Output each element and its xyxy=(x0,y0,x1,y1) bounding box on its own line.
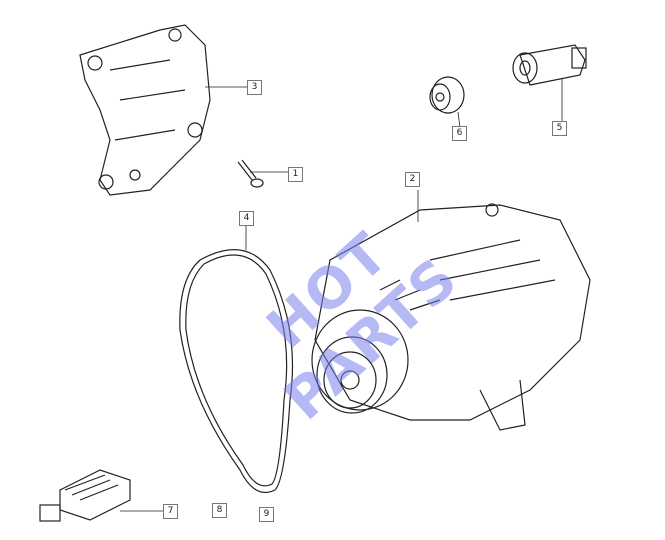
callout-5[interactable]: 5 xyxy=(552,121,567,136)
leader-6 xyxy=(457,111,461,129)
mounting-bracket xyxy=(79,24,211,196)
callout-9[interactable]: 9 xyxy=(259,507,274,522)
bolt xyxy=(237,159,264,188)
callout-7[interactable]: 7 xyxy=(163,504,178,519)
callout-1[interactable]: 1 xyxy=(288,167,303,182)
callout-4[interactable]: 4 xyxy=(239,211,254,226)
belt-tensioner xyxy=(512,44,587,86)
idler-pulley xyxy=(429,76,465,114)
callout-8[interactable]: 8 xyxy=(212,503,227,518)
callout-6[interactable]: 6 xyxy=(452,126,467,141)
callout-2[interactable]: 2 xyxy=(405,172,420,187)
drive-belt xyxy=(179,249,294,494)
callout-3[interactable]: 3 xyxy=(247,80,262,95)
voltage-regulator xyxy=(39,469,131,522)
alternator xyxy=(311,203,591,431)
